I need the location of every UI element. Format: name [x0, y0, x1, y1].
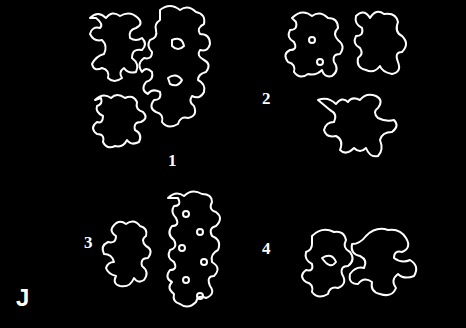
panel-number: 4 — [262, 240, 271, 257]
cell-hole — [322, 256, 336, 265]
panel-number: 2 — [262, 90, 271, 107]
cell-outline — [90, 13, 145, 81]
cell-outline — [355, 12, 406, 74]
figure-letter: J — [16, 286, 29, 310]
cell-outline — [167, 191, 220, 306]
cell-dot — [183, 211, 189, 217]
cell-dot — [197, 293, 203, 299]
cell-dot — [179, 245, 185, 251]
cell-outline — [318, 95, 397, 157]
cell-outline — [302, 230, 353, 297]
cell-dot — [201, 259, 207, 265]
panel-number: 3 — [84, 234, 93, 251]
cell-hole — [168, 39, 184, 85]
cell-outline — [139, 6, 210, 127]
cell-outline — [93, 95, 146, 147]
cell-outline — [285, 12, 342, 76]
cell-outline — [350, 229, 417, 295]
cell-dot — [197, 229, 203, 235]
cell-dot — [183, 277, 189, 283]
cell-dot — [309, 37, 315, 43]
cell-outline — [103, 221, 151, 286]
panel-number: 1 — [168, 152, 177, 169]
cell-dot — [317, 59, 323, 65]
